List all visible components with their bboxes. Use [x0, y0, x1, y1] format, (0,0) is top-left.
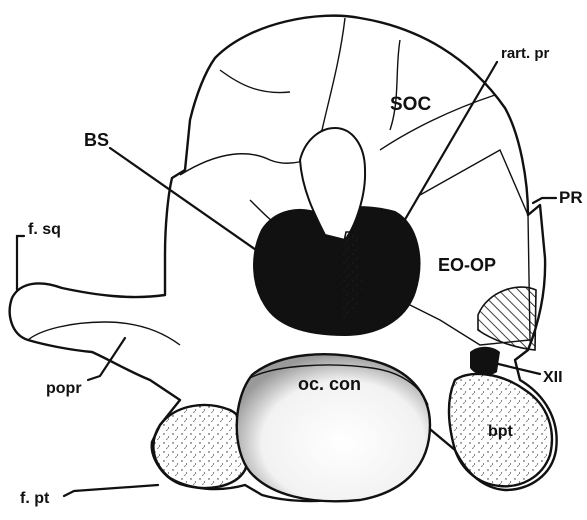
- label-bpt: bpt: [488, 423, 514, 440]
- label-oc-con: oc. con: [298, 374, 361, 394]
- label-pr: PR: [559, 188, 583, 207]
- pterygoid-lobe-left: [152, 405, 249, 488]
- leader-f-pt: [64, 485, 158, 496]
- label-bs: BS: [84, 130, 109, 150]
- label-f-sq: f. sq: [28, 221, 61, 238]
- label-f-pt: f. pt: [20, 490, 50, 507]
- leader-f-sq: [17, 236, 24, 290]
- xii-foramen: [470, 347, 500, 376]
- label-soc: SOC: [390, 94, 431, 115]
- label-eo-op: EO-OP: [438, 255, 496, 275]
- leader-pr: [533, 198, 556, 203]
- label-rart-pr: rart. pr: [501, 45, 550, 62]
- label-xii: XII: [543, 369, 563, 386]
- label-popr: popr: [46, 380, 82, 397]
